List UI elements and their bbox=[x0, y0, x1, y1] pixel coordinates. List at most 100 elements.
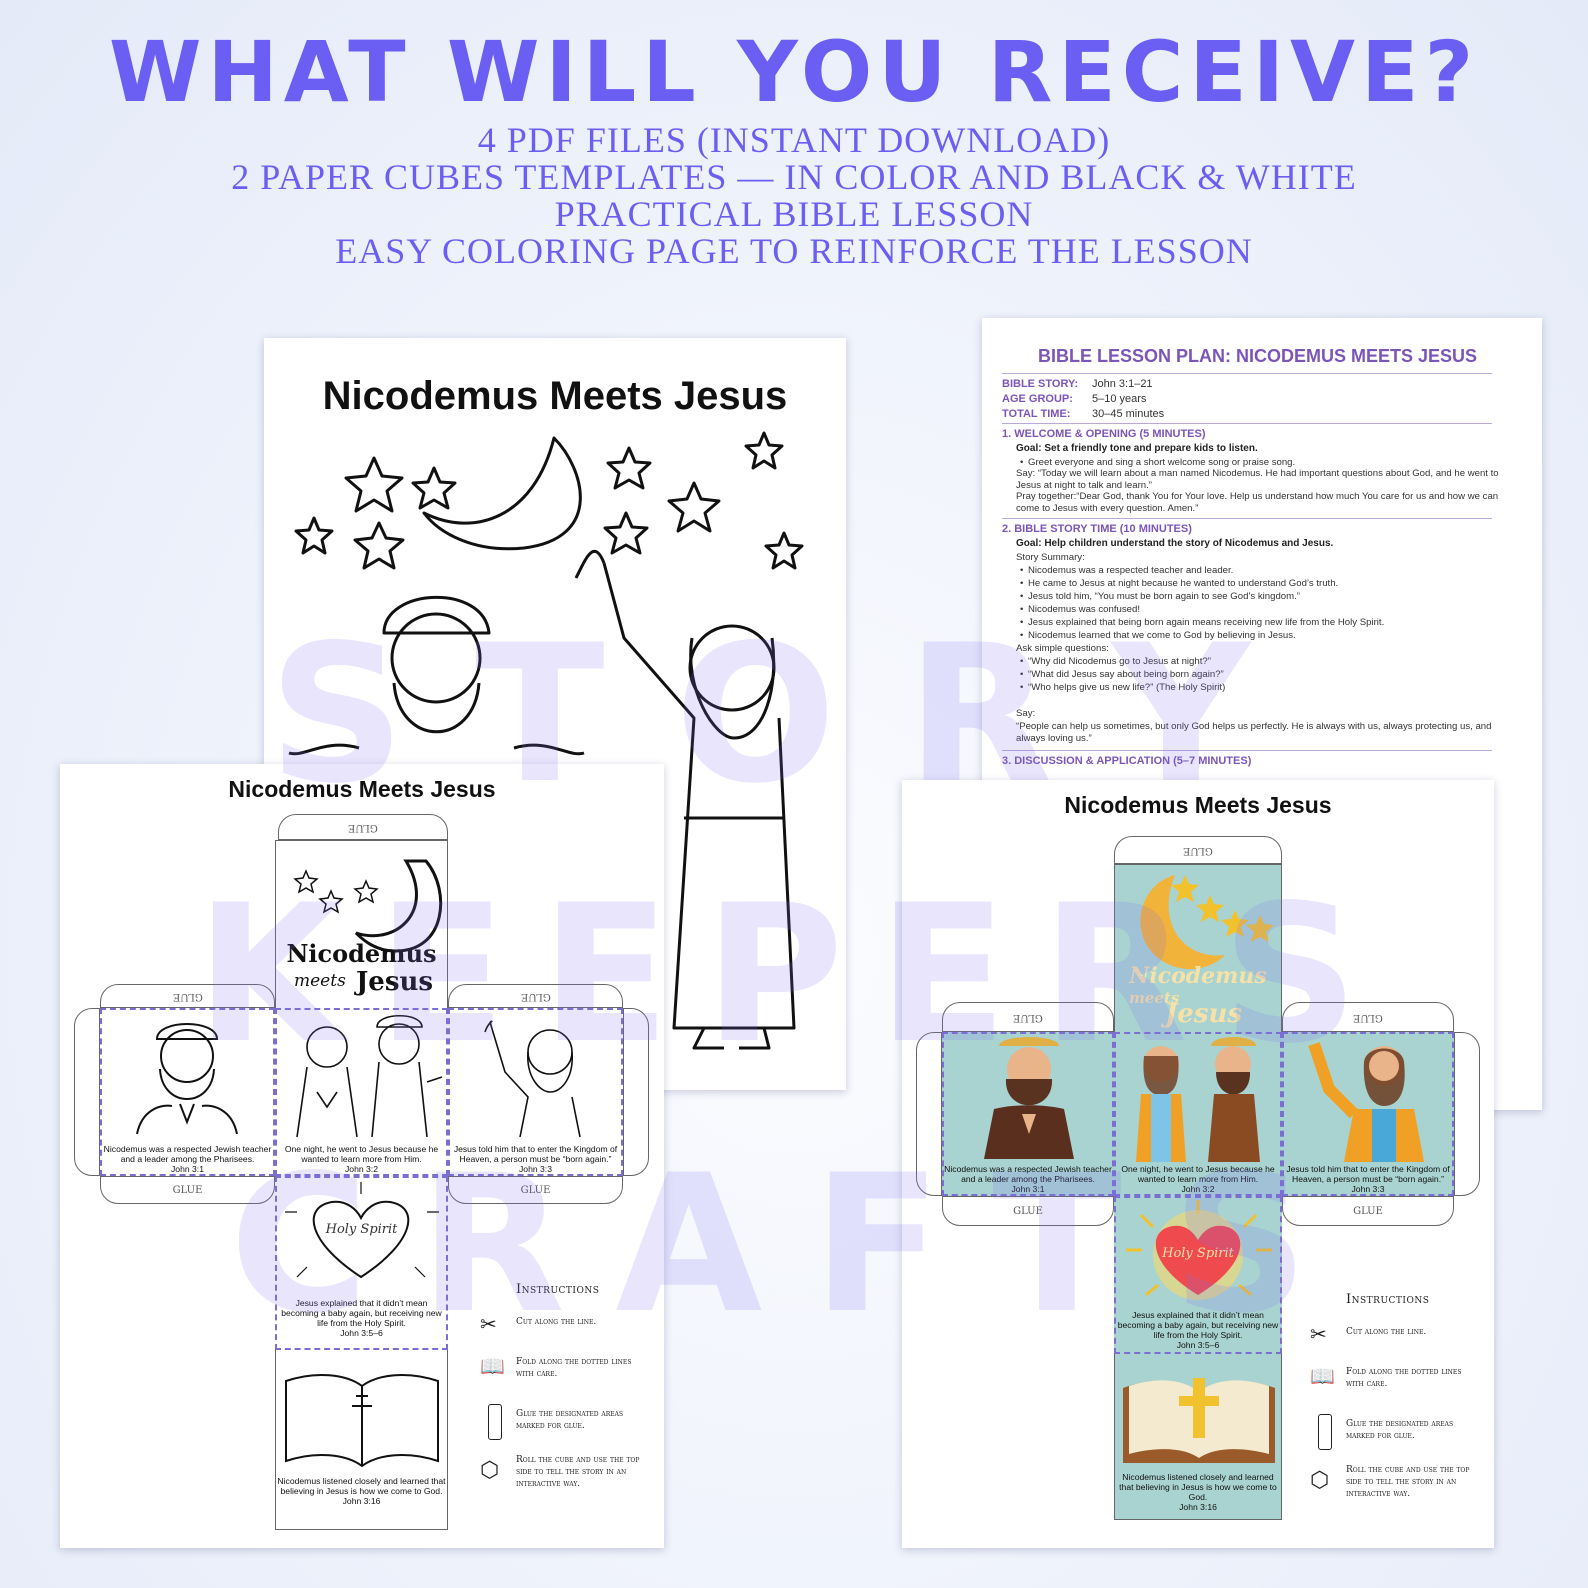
list-item: He came to Jesus at night because he wan… bbox=[1020, 578, 1338, 589]
list-item: Nicodemus was confused! bbox=[1020, 604, 1140, 615]
cube-face-right: Jesus told him that to enter the Kingdom… bbox=[448, 1008, 623, 1176]
jesus-figure bbox=[1308, 1042, 1424, 1162]
star-icon bbox=[294, 431, 804, 570]
glue-tab bbox=[1454, 1032, 1480, 1196]
heart-icon bbox=[1126, 1200, 1272, 1300]
feature-line: 2 PAPER CUBES TEMPLATES — IN COLOR AND B… bbox=[231, 157, 1357, 197]
face-caption: One night, he went to Jesus because he w… bbox=[1121, 1164, 1275, 1194]
lesson-plan-title: BIBLE LESSON PLAN: NICODEMUS MEETS JESUS bbox=[1038, 346, 1478, 366]
moon-icon bbox=[422, 436, 582, 551]
instruction-step: Glue the designated areas marked for glu… bbox=[1346, 1419, 1454, 1441]
fold-icon: 📖 bbox=[1310, 1364, 1335, 1388]
face-caption: Jesus told him that to enter the Kingdom… bbox=[453, 1144, 618, 1174]
cube-face-right: Jesus told him that to enter the Kingdom… bbox=[1282, 1032, 1454, 1196]
pray-text: Pray together:“Dear God, thank You for Y… bbox=[1016, 491, 1499, 514]
open-bible-icon bbox=[1123, 1378, 1275, 1463]
cube-top-name: Nicodemus bbox=[1129, 963, 1267, 989]
face-caption: One night, he went to Jesus because he w… bbox=[284, 1144, 439, 1174]
list-item: “What did Jesus say about being born aga… bbox=[1020, 669, 1224, 680]
moon-icon bbox=[293, 859, 443, 953]
glue-tab: GLUE bbox=[942, 1196, 1114, 1226]
cube-face-left: Nicodemus was a respected Jewish teacher… bbox=[100, 1008, 275, 1176]
section-heading: 3. DISCUSSION & APPLICATION (5–7 MINUTES… bbox=[1002, 755, 1252, 767]
cube-face-center: One night, he went to Jesus because he w… bbox=[1114, 1032, 1282, 1196]
scissors-icon: ✂ bbox=[480, 1312, 497, 1336]
cube-top-jesus: Jesus bbox=[356, 967, 434, 997]
cube-face-bible: Nicodemus listened closely and learned t… bbox=[275, 1350, 448, 1530]
instructions-heading: Instructions bbox=[516, 1282, 600, 1297]
face-caption: Nicodemus was a respected Jewish teacher… bbox=[103, 1144, 272, 1174]
glue-tab: GLUE bbox=[448, 984, 623, 1008]
instruction-step: Cut along the line. bbox=[516, 1317, 597, 1327]
cube-top-meets: meets bbox=[294, 971, 346, 991]
coloring-illustration bbox=[288, 431, 804, 1050]
cube-face-spirit: Holy Spirit Jesus explained that it didn… bbox=[275, 1176, 448, 1350]
glue-tab: GLUE bbox=[942, 1002, 1114, 1032]
glue-tab: GLUE bbox=[1282, 1196, 1454, 1226]
heart-label: Holy Spirit bbox=[1162, 1246, 1234, 1261]
list-item: Nicodemus was a respected teacher and le… bbox=[1020, 565, 1233, 576]
list-item: “Why did Nicodemus go to Jesus at night?… bbox=[1020, 656, 1211, 667]
list-item: Nicodemus learned that we come to God by… bbox=[1020, 630, 1296, 641]
list-item: “Who helps give us new life?” (The Holy … bbox=[1020, 682, 1225, 693]
cube-title: Nicodemus Meets Jesus bbox=[1064, 792, 1332, 818]
face-caption: Nicodemus listened closely and learned t… bbox=[1119, 1472, 1277, 1512]
glue-stick-icon bbox=[480, 1404, 506, 1440]
cube-face-left: Nicodemus was a respected Jewish teacher… bbox=[942, 1032, 1114, 1196]
face-caption: Jesus told him that to enter the Kingdom… bbox=[1286, 1164, 1450, 1194]
cube-title: Nicodemus Meets Jesus bbox=[228, 776, 496, 802]
cube-page-bw: Nicodemus Meets Jesus GLUE GLUE GLUE GLU… bbox=[60, 764, 664, 1548]
section-heading: 1. WELCOME & OPENING (5 MINUTES) bbox=[1002, 428, 1206, 440]
glue-tab bbox=[74, 1008, 100, 1176]
ask-label: Ask simple questions: bbox=[1016, 643, 1109, 654]
say-label: Say: bbox=[1016, 708, 1036, 719]
list-item: Jesus told him, “You must be born again … bbox=[1020, 591, 1300, 602]
meta-row: AGE GROUP:5–10 years bbox=[1002, 393, 1147, 405]
open-bible-icon bbox=[285, 1373, 439, 1468]
list-item: Greet everyone and sing a short welcome … bbox=[1020, 457, 1295, 468]
feature-list: 4 PDF FILES (INSTANT DOWNLOAD) 2 PAPER C… bbox=[0, 122, 1588, 270]
headline: WHAT WILL YOU RECEIVE? bbox=[108, 23, 1480, 121]
cube-face-spirit: Holy Spirit Jesus explained that it didn… bbox=[1114, 1196, 1282, 1354]
cube-top-name: Nicodemus bbox=[286, 939, 437, 968]
instructions: Instructions ✂ Cut along the line. 📖 Fol… bbox=[480, 1282, 660, 1522]
nicodemus-and-jesus bbox=[1136, 1037, 1260, 1162]
meta-row: BIBLE STORY:John 3:1–21 bbox=[1002, 378, 1153, 390]
section-heading: 2. BIBLE STORY TIME (10 MINUTES) bbox=[1002, 523, 1192, 535]
glue-tab bbox=[916, 1032, 942, 1196]
section-goal: Goal: Set a friendly tone and prepare ki… bbox=[1016, 443, 1258, 454]
nicodemus-and-jesus bbox=[296, 1015, 443, 1137]
glue-tab: GLUE bbox=[100, 1176, 275, 1204]
coloring-page-title: Nicodemus Meets Jesus bbox=[322, 374, 788, 418]
say-text: “People can help us sometimes, but only … bbox=[1016, 721, 1492, 744]
face-caption: Nicodemus was a respected Jewish teacher… bbox=[944, 1164, 1112, 1194]
say-text: Say: “Today we will learn about a man na… bbox=[1016, 468, 1499, 491]
list-item: Jesus explained that being born again me… bbox=[1020, 617, 1384, 628]
instructions-heading: Instructions bbox=[1346, 1292, 1430, 1307]
face-caption: Jesus explained that it didn’t mean beco… bbox=[1117, 1310, 1279, 1350]
instruction-step: Fold along the dotted lines with care. bbox=[1346, 1367, 1462, 1389]
instruction-step: Cut along the line. bbox=[1346, 1327, 1427, 1337]
glue-tab: GLUE bbox=[100, 984, 275, 1008]
instruction-step: Roll the cube and use the top side to te… bbox=[1346, 1465, 1470, 1499]
summary-label: Story Summary: bbox=[1016, 552, 1085, 563]
meta-row: TOTAL TIME:30–45 minutes bbox=[1002, 408, 1165, 420]
cube-top-jesus: Jesus bbox=[1165, 999, 1243, 1029]
feature-line: PRACTICAL BIBLE LESSON bbox=[554, 194, 1034, 234]
glue-tab bbox=[623, 1008, 649, 1176]
feature-line: EASY COLORING PAGE TO REINFORCE THE LESS… bbox=[335, 231, 1253, 271]
cube-top-meets: meets bbox=[1129, 989, 1180, 1007]
heart-icon bbox=[285, 1182, 439, 1279]
nicodemus-figure bbox=[984, 1037, 1074, 1159]
nicodemus-figure bbox=[288, 595, 585, 756]
glue-tab: GLUE bbox=[278, 814, 448, 840]
face-caption: Jesus explained that it didn’t mean beco… bbox=[281, 1298, 442, 1338]
scissors-icon: ✂ bbox=[1310, 1322, 1327, 1346]
instruction-step: Fold along the dotted lines with care. bbox=[516, 1357, 632, 1379]
glue-tab: GLUE bbox=[1114, 836, 1282, 864]
cube-face-bible: Nicodemus listened closely and learned t… bbox=[1114, 1354, 1282, 1520]
glue-stick-icon bbox=[1310, 1414, 1336, 1450]
heart-label: Holy Spirit bbox=[325, 1222, 398, 1237]
instruction-step: Roll the cube and use the top side to te… bbox=[516, 1455, 640, 1489]
instructions: Instructions ✂ Cut along the line. 📖 Fol… bbox=[1310, 1292, 1490, 1532]
